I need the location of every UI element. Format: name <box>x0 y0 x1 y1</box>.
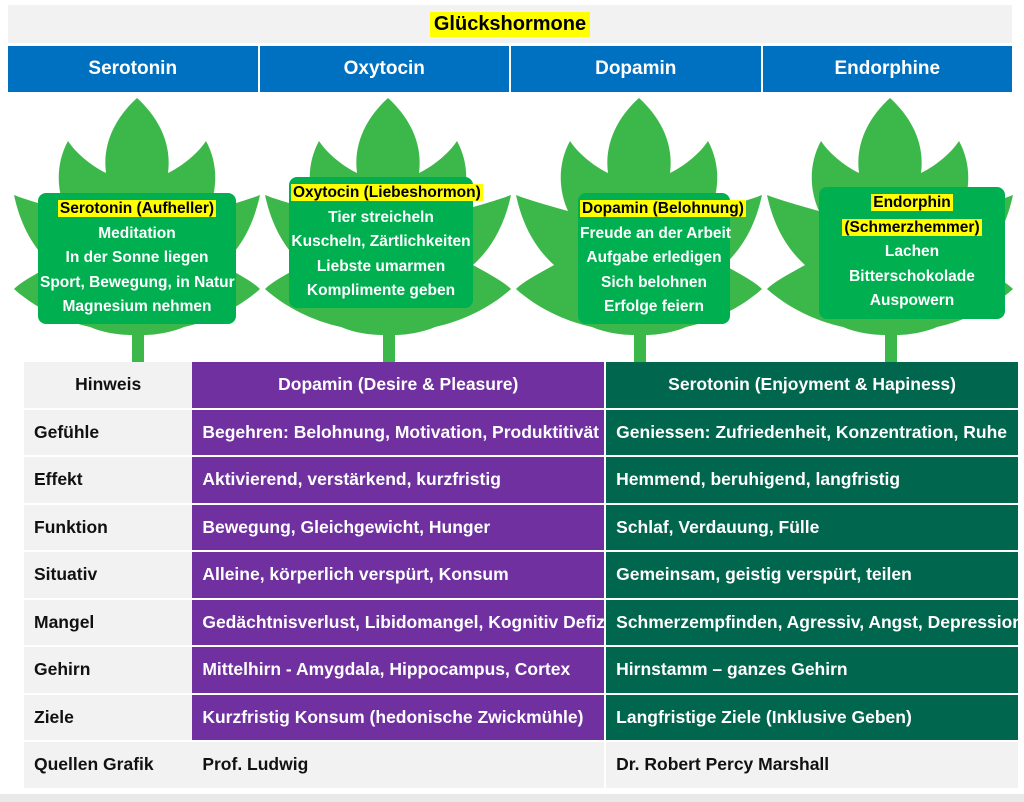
leaf-item: Komplimente geben <box>306 282 456 299</box>
leaf-item: Bitterschokolade <box>849 267 975 285</box>
row-label: Gefühle <box>24 408 193 457</box>
leaf-heading: Endorphin <box>821 191 1003 216</box>
table-row: Funktion Bewegung, Gleichgewicht, Hunger… <box>24 503 1018 552</box>
leaf-heading-highlight: (Schmerzhemmer) <box>842 218 982 236</box>
sources-label: Quellen Grafik <box>24 741 193 790</box>
table-header-label: Hinweis <box>24 362 193 410</box>
row-serotonin-cell: Schmerzempfinden, Agressiv, Angst, Depre… <box>604 598 1018 647</box>
row-dopamin-cell: Gedächtnisverlust, Libidomangel, Kogniti… <box>192 598 606 647</box>
title-bar: Glückshormone <box>8 5 1012 43</box>
hormone-header-dopamin: Dopamin <box>511 46 763 92</box>
leaf-heading-highlight: Dopamin (Belohnung) <box>580 200 746 217</box>
table-header-row: Hinweis Dopamin (Desire & Pleasure) Sero… <box>24 362 1018 410</box>
leaf-heading-highlight: Oxytocin (Liebeshormon) <box>291 184 483 201</box>
row-serotonin-cell: Geniessen: Zufriedenheit, Konzentration,… <box>604 408 1018 457</box>
comparison-table: Hinweis Dopamin (Desire & Pleasure) Sero… <box>24 362 1018 790</box>
page-title: Glückshormone <box>429 11 591 37</box>
row-dopamin-cell: Aktivierend, verstärkend, kurzfristig <box>192 456 606 505</box>
leaf-heading: Oxytocin (Liebeshormon) <box>291 181 483 206</box>
table-sources-row: Quellen Grafik Prof. Ludwig Dr. Robert P… <box>24 741 1018 790</box>
leaf-item: Erfolge feiern <box>604 298 704 315</box>
row-dopamin-cell: Alleine, körperlich verspürt, Konsum <box>192 551 606 600</box>
leaf-heading: Dopamin (Belohnung) <box>580 197 746 222</box>
row-label: Gehirn <box>24 646 193 695</box>
leaf-item: Auspowern <box>869 292 955 309</box>
leaf-item: Aufgabe erledigen <box>586 249 722 266</box>
row-dopamin-cell: Kurzfristig Konsum (hedonische Zwickmühl… <box>192 693 606 742</box>
table-row: Gefühle Begehren: Belohnung, Motivation,… <box>24 408 1018 457</box>
table-row: Effekt Aktivierend, verstärkend, kurzfri… <box>24 456 1018 505</box>
leaf-item: Liebste umarmen <box>316 257 446 275</box>
row-serotonin-cell: Schlaf, Verdauung, Fülle <box>604 503 1018 552</box>
table-header-serotonin: Serotonin (Enjoyment & Hapiness) <box>604 362 1018 410</box>
row-label: Ziele <box>24 693 193 742</box>
hormone-header-oxytocin: Oxytocin <box>260 46 511 92</box>
hormone-header-serotonin: Serotonin <box>8 46 260 92</box>
table-row: Situativ Alleine, körperlich verspürt, K… <box>24 551 1018 600</box>
leaf-item: Magnesium nehmen <box>62 298 212 315</box>
row-dopamin-cell: Bewegung, Gleichgewicht, Hunger <box>192 503 606 552</box>
leaf-item: Tier streicheln <box>328 208 434 226</box>
bottom-strip <box>0 794 1024 802</box>
table-header-dopamin: Dopamin (Desire & Pleasure) <box>192 362 606 410</box>
row-label: Situativ <box>24 551 193 600</box>
row-serotonin-cell: Hemmend, beruhigend, langfristig <box>604 456 1018 505</box>
leaf-item: Freude an der Arbeit <box>580 224 732 242</box>
leaf-item: Meditation <box>98 224 176 242</box>
leaf-item: Sport, Bewegung, in Natur <box>40 273 235 291</box>
row-label: Effekt <box>24 456 193 505</box>
hormone-header-endorphine: Endorphine <box>834 58 941 79</box>
sources-serotonin: Dr. Robert Percy Marshall <box>604 741 1018 790</box>
leaf-heading: Serotonin (Aufheller) <box>40 197 234 222</box>
row-dopamin-cell: Mittelhirn - Amygdala, Hippocampus, Cort… <box>192 646 606 695</box>
sources-dopamin: Prof. Ludwig <box>192 741 606 790</box>
leaf-item: Sich belohnen <box>601 273 707 291</box>
leaf-heading: (Schmerzhemmer) <box>821 216 1003 241</box>
leaf-item: Kuscheln, Zärtlichkeiten <box>291 233 471 250</box>
leaf-heading-highlight: Serotonin (Aufheller) <box>57 200 217 217</box>
row-serotonin-cell: Gemeinsam, geistig verspürt, teilen <box>604 551 1018 600</box>
table-row: Ziele Kurzfristig Konsum (hedonische Zwi… <box>24 693 1018 742</box>
leaf-serotonin: Serotonin (Aufheller) Meditation In der So… <box>8 95 266 365</box>
leaf-item: Lachen <box>884 243 940 260</box>
row-serotonin-cell: Hirnstamm – ganzes Gehirn <box>604 646 1018 695</box>
row-serotonin-cell: Langfristige Ziele (Inklusive Geben) <box>604 693 1018 742</box>
leaf-serotonin-box: Serotonin (Aufheller) Meditation In der So… <box>38 193 236 324</box>
table-row: Mangel Gedächtnisverlust, Libidomangel, … <box>24 598 1018 647</box>
row-label: Funktion <box>24 503 193 552</box>
leaf-heading-highlight: Endorphin <box>871 194 953 211</box>
table-row: Gehirn Mittelhirn - Amygdala, Hippocampu… <box>24 646 1018 695</box>
row-label: Mangel <box>24 598 193 647</box>
row-dopamin-cell: Begehren: Belohnung, Motivation, Produkt… <box>192 408 606 457</box>
leaf-item: In der Sonne liegen <box>65 249 209 266</box>
hormone-header: Serotonin Oxytocin Dopamin Endorphine <box>8 46 1012 92</box>
